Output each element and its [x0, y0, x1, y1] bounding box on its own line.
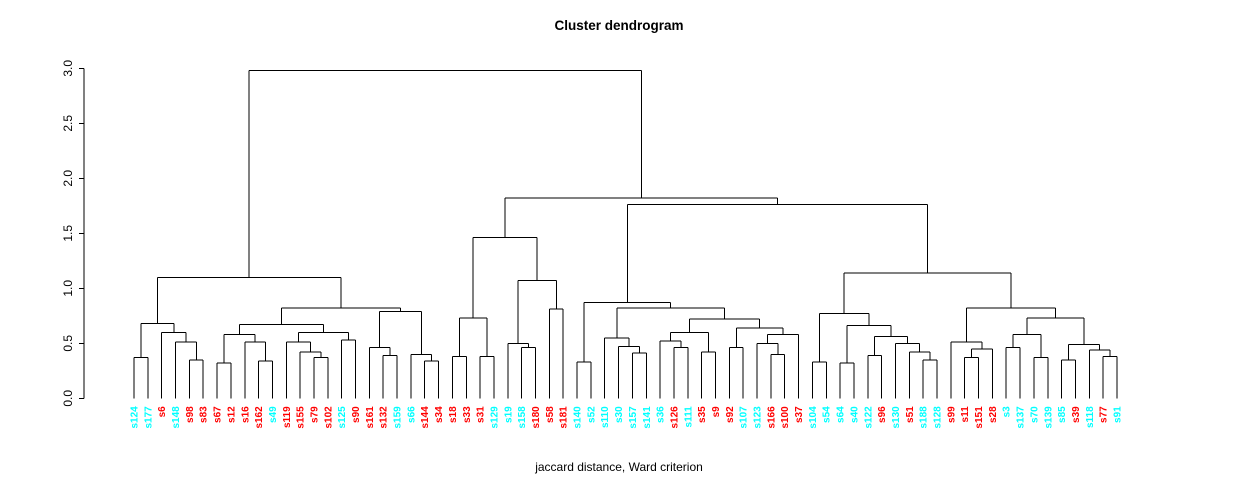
y-tick-label: 1.5	[61, 225, 75, 242]
leaf-label: s148	[171, 406, 182, 429]
leaf-label: s16	[240, 406, 251, 423]
leaf-label: s188	[919, 406, 930, 429]
leaf-label: s139	[1043, 406, 1054, 429]
leaf-label: s119	[282, 406, 293, 428]
leaf-label: s123	[753, 406, 764, 429]
leaf-label: s144	[420, 406, 431, 429]
leaf-label: s151	[974, 406, 985, 429]
leaf-label: s99	[946, 406, 957, 423]
leaf-label: s166	[766, 406, 777, 429]
y-tick-label: 2.5	[61, 115, 75, 132]
leaf-label: s92	[725, 406, 736, 423]
leaf-label: s124	[130, 406, 141, 429]
leaf-label: s40	[849, 406, 860, 423]
leaf-label: s49	[268, 406, 279, 423]
leaf-label: s77	[1099, 406, 1110, 423]
leaf-label: s30	[614, 406, 625, 423]
leaf-label: s96	[877, 406, 888, 423]
leaf-label: s85	[1057, 406, 1068, 423]
leaf-label: s128	[933, 406, 944, 429]
y-tick-label: 1.0	[61, 280, 75, 297]
leaf-label: s36	[656, 406, 667, 423]
leaf-label: s31	[476, 406, 487, 423]
leaf-label: s19	[503, 406, 514, 423]
leaf-label: s52	[586, 406, 597, 423]
leaf-label: s180	[531, 406, 542, 429]
leaf-label: s98	[185, 406, 196, 423]
leaf-label: s118	[1085, 406, 1096, 428]
leaf-label: s157	[628, 406, 639, 429]
leaf-label: s64	[836, 406, 847, 423]
leaf-label: s12	[226, 406, 237, 423]
chart-title: Cluster dendrogram	[554, 18, 684, 33]
leaf-label: s54	[822, 406, 833, 423]
leaf-label: s6	[157, 406, 168, 418]
leaf-label: s39	[1071, 406, 1082, 423]
leaf-label: s102	[323, 406, 334, 429]
leaf-label: s34	[434, 406, 445, 423]
leaf-label: s158	[517, 406, 528, 429]
leaf-label: s129	[489, 406, 500, 429]
leaf-label: s181	[559, 406, 570, 429]
leaf-label: s141	[642, 406, 653, 429]
leaf-label: s83	[199, 406, 210, 423]
leaf-label: s3	[1002, 406, 1013, 418]
y-tick-label: 0.0	[61, 390, 75, 407]
leaf-label: s100	[780, 406, 791, 429]
leaf-label: s161	[365, 406, 376, 429]
leaf-label: s79	[309, 406, 320, 423]
leaf-label: s90	[351, 406, 362, 423]
leaf-label: s9	[711, 406, 722, 418]
leaf-label: s91	[1112, 406, 1123, 423]
leaf-label: s126	[669, 406, 680, 429]
leaf-label: s155	[296, 406, 307, 429]
leaf-label: s104	[808, 406, 819, 429]
chart-caption: jaccard distance, Ward criterion	[535, 460, 703, 474]
leaf-label: s122	[863, 406, 874, 429]
leaf-label: s37	[794, 406, 805, 423]
leaf-label: s162	[254, 406, 265, 429]
leaf-label: s35	[697, 406, 708, 423]
leaf-label: s159	[393, 406, 404, 429]
y-tick-label: 3.0	[61, 60, 75, 77]
leaf-label: s33	[462, 406, 473, 423]
leaf-label: s11	[960, 406, 971, 423]
leaf-label: s67	[213, 406, 224, 423]
leaf-label: s140	[573, 406, 584, 429]
leaf-label: s132	[379, 406, 390, 429]
leaf-label: s18	[448, 406, 459, 423]
leaf-label: s137	[1016, 406, 1027, 429]
leaf-label: s51	[905, 406, 916, 423]
leaf-label: s130	[891, 406, 902, 429]
leaf-label: s107	[739, 406, 750, 429]
leaf-label: s110	[600, 406, 611, 428]
leaf-label: s125	[337, 406, 348, 429]
leaf-label: s70	[1029, 406, 1040, 423]
leaf-label: s111	[683, 406, 694, 428]
y-tick-label: 2.0	[61, 170, 75, 187]
leaf-label: s58	[545, 406, 556, 423]
leaf-label: s177	[143, 406, 154, 429]
leaf-label: s66	[406, 406, 417, 423]
leaf-label: s28	[988, 406, 999, 423]
y-tick-label: 0.5	[61, 335, 75, 352]
